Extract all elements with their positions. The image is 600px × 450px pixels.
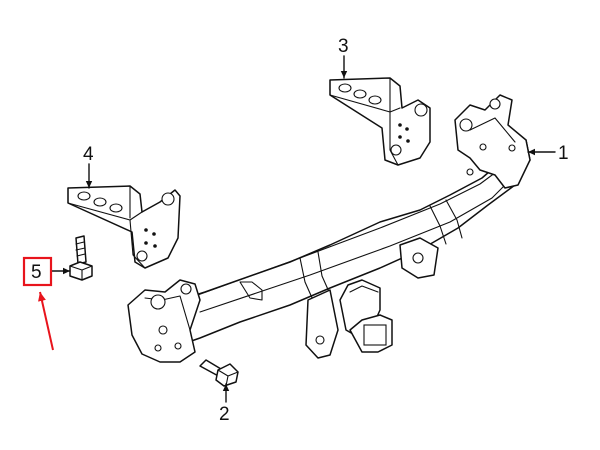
lower-mounting-bracket [67, 185, 181, 269]
upper-mounting-bracket [329, 77, 431, 166]
callout-1: 1 [558, 143, 569, 164]
highlight-arrow [38, 291, 54, 351]
callout-5: 5 [31, 262, 42, 283]
callout-4: 4 [83, 144, 94, 165]
hitch-receiver-assembly [127, 94, 531, 363]
highlight-box [22, 256, 53, 287]
receiver-support [305, 289, 339, 359]
callout-2: 2 [219, 404, 230, 425]
bolt-short [199, 359, 239, 387]
callout-3: 3 [338, 36, 349, 57]
bolt-long [69, 235, 93, 281]
